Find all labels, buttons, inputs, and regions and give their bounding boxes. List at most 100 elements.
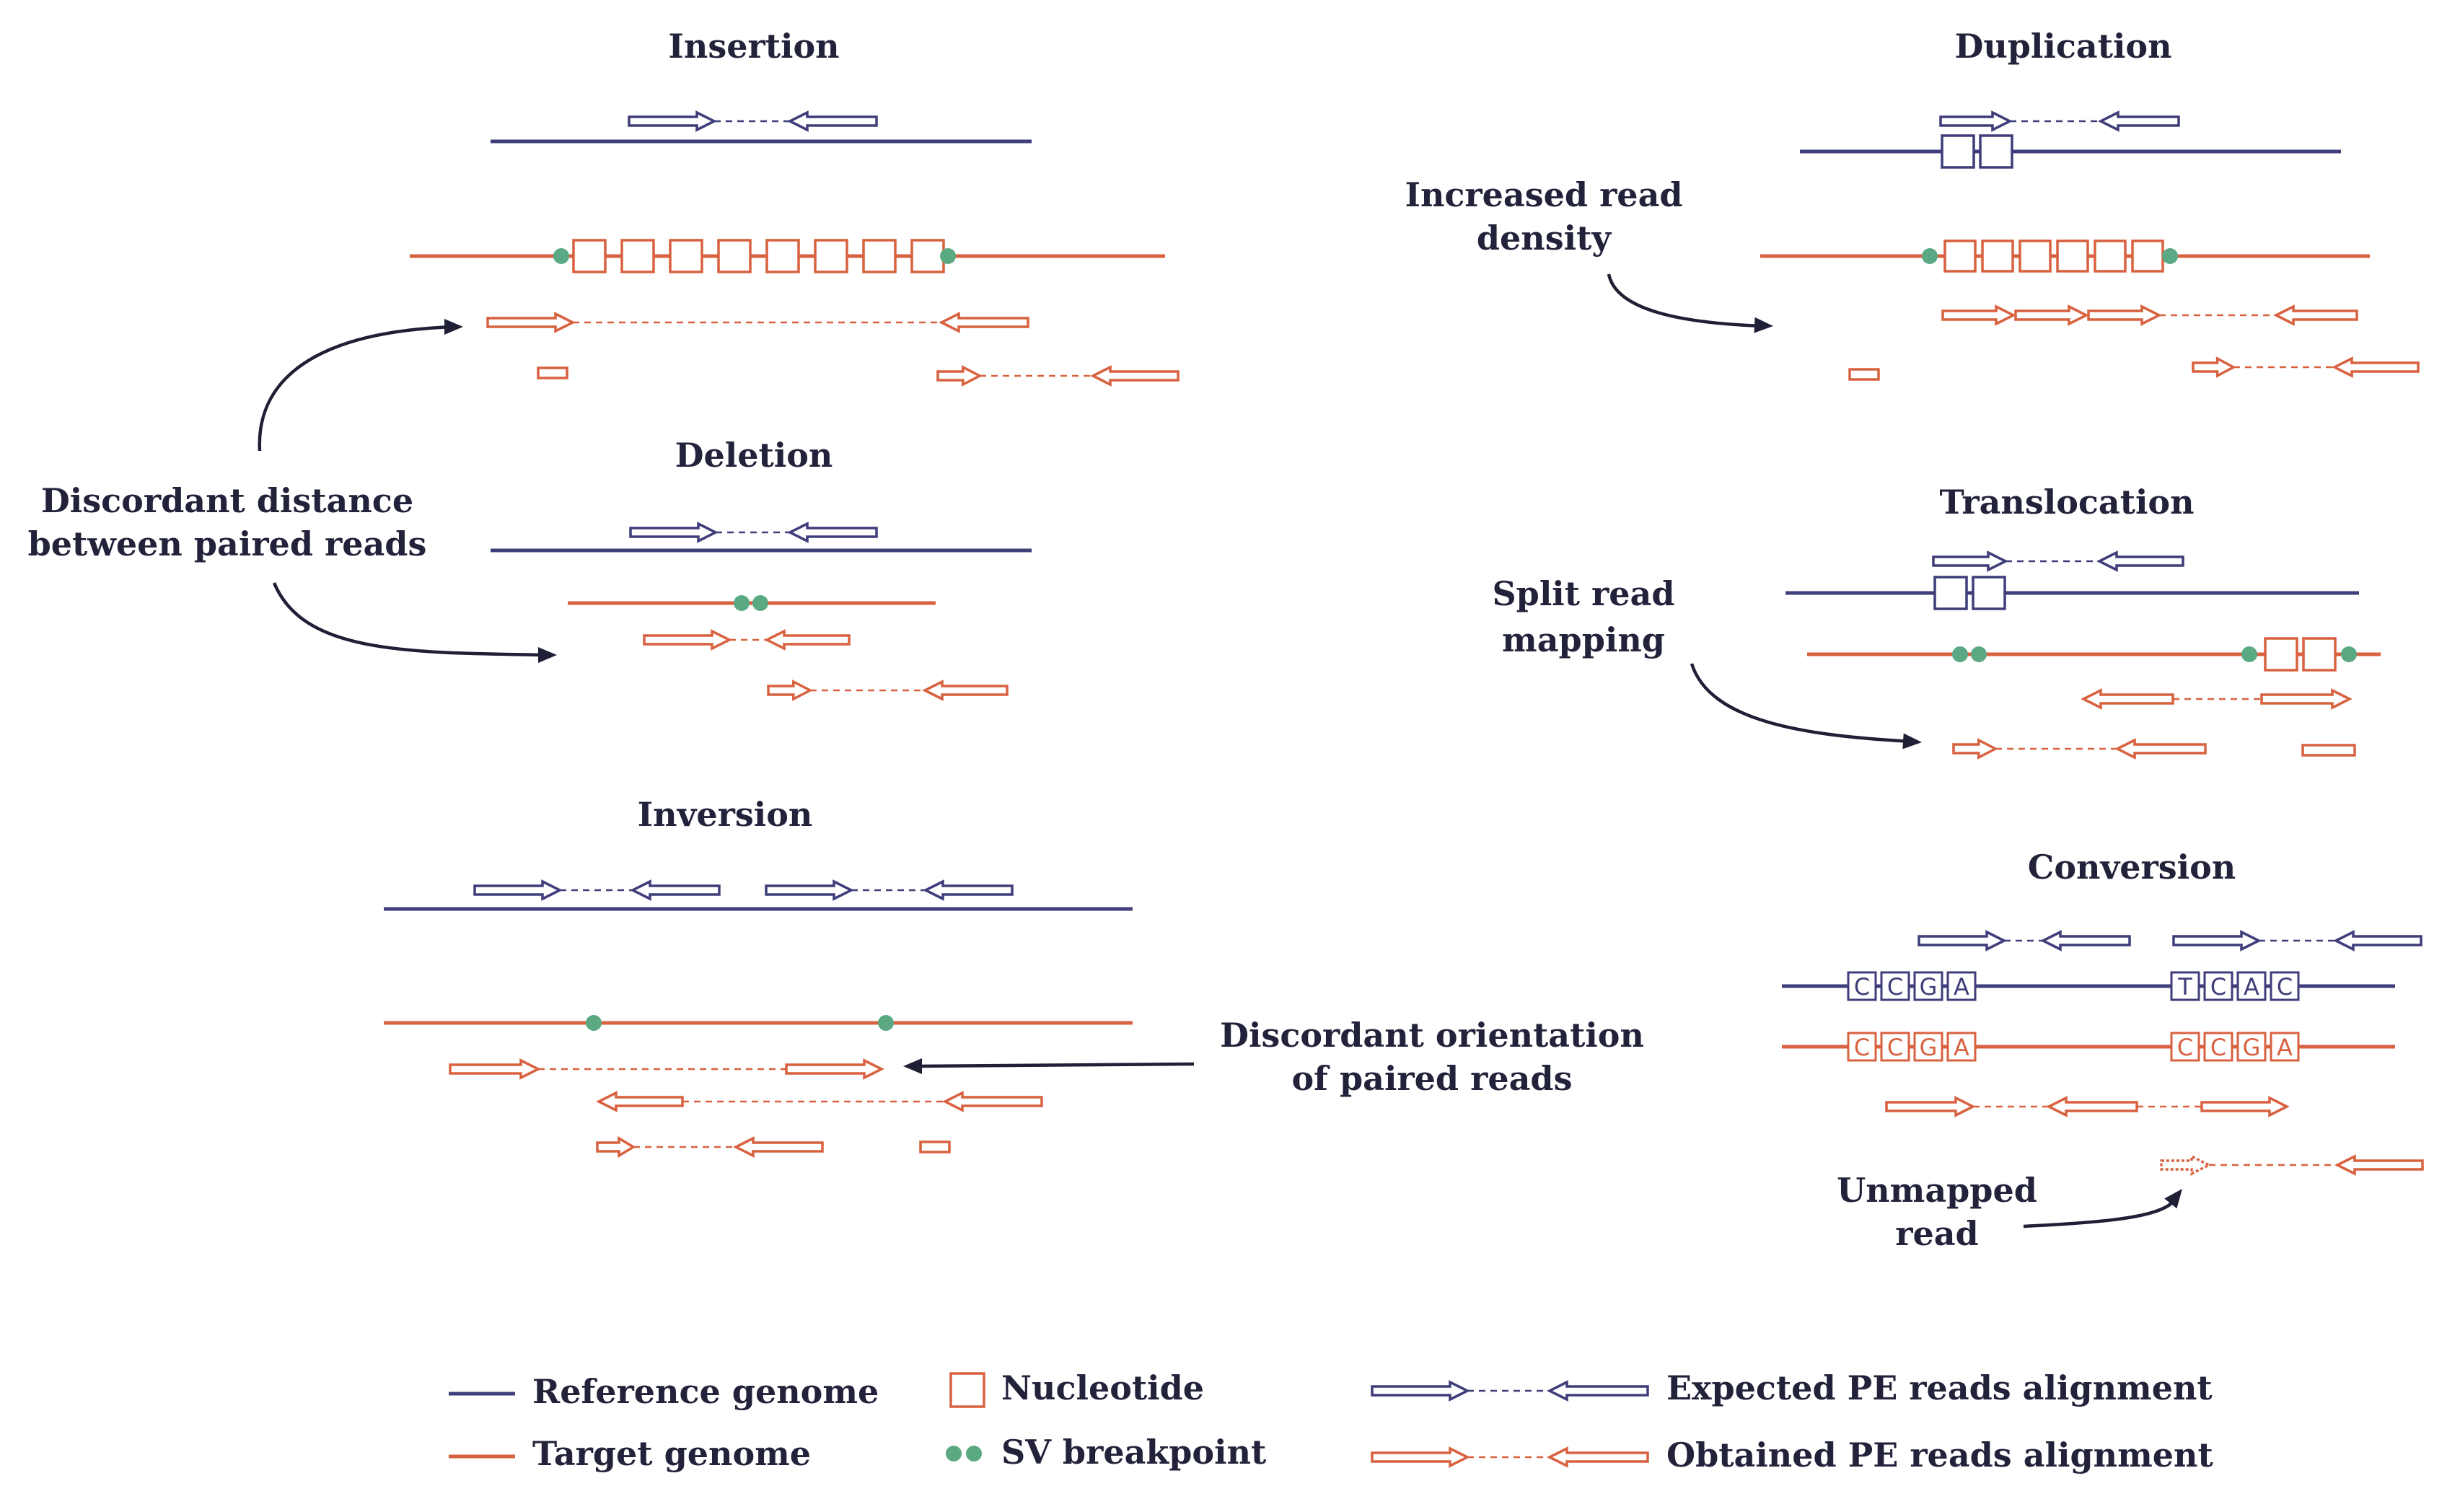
- translocation-ref-nucleotide-1: [1933, 576, 1968, 610]
- duplication-nucleotide-1: [1943, 239, 1977, 273]
- conversion-expected-2-read-forward: [2172, 930, 2262, 951]
- insertion-obtained-1-read-forward: [486, 312, 576, 333]
- legend-expected-label: Expected PE reads alignment: [1666, 1368, 2213, 1407]
- insertion-nucleotide-7: [862, 239, 897, 273]
- deletion-obtained-1-read-forward: [643, 629, 732, 651]
- legend-obtained-label: Obtained PE reads alignment: [1666, 1436, 2213, 1474]
- inversion-obtained-3-read-reverse: [733, 1136, 824, 1158]
- annotation-arrow-deletion-head: [538, 647, 557, 663]
- deletion-obtained-1-read-reverse: [764, 629, 851, 651]
- duplication-nucleotide-2: [1981, 239, 2014, 273]
- annotation-arrow-orientation-stroke: [915, 1062, 1195, 1068]
- duplication-ref-nucleotide-2: [1979, 134, 2013, 169]
- conversion-obtained-1-read-reverse: [2046, 1096, 2138, 1117]
- conversion-ref-left-base-1-letter: C: [1854, 973, 1870, 1001]
- deletion-title: Deletion: [675, 436, 833, 475]
- inversion-breakpoint-left: [586, 1015, 602, 1031]
- deletion-breakpoint-right: [752, 595, 768, 611]
- conversion-target-left-base-3-box: [1913, 1032, 1943, 1062]
- inversion-title: Inversion: [638, 795, 813, 834]
- conversion-ref-left-base-2-letter: C: [1887, 973, 1903, 1001]
- translocation-breakpoint-2: [1971, 646, 1987, 662]
- conversion-ref-right-base-4-letter: C: [2277, 973, 2293, 1001]
- duplication-nucleotide-6: [2131, 239, 2164, 273]
- annotation-unmapped-read-line-2: read: [1895, 1214, 1978, 1253]
- panel-deletion: Deletion: [491, 436, 1032, 701]
- insertion-obtained-2-read-reverse: [1090, 365, 1180, 387]
- conversion-ref-right-base-2-letter: C: [2210, 973, 2226, 1001]
- duplication-read-forward-1: [1941, 304, 2016, 326]
- duplication-nucleotide-3: [2018, 239, 2052, 273]
- deletion-expected-read-forward: [629, 522, 719, 543]
- conversion-target-right-base-3-letter: G: [2243, 1034, 2261, 1061]
- annotation-arrow-density-head: [1754, 317, 1773, 333]
- legend-obtained-read-reverse: [1547, 1446, 1649, 1468]
- legend-breakpoint-label: SV breakpoint: [1001, 1433, 1267, 1472]
- annotation-discordant-distance-line-1: Discordant distance: [41, 481, 413, 520]
- inversion-obtained-1-read-forward: [449, 1058, 541, 1080]
- annotation-arrow-density-stroke: [1607, 273, 1765, 328]
- conversion-ref-right-base-1-letter: T: [2177, 973, 2192, 1001]
- conversion-obtained-1-read-forward: [1885, 1096, 1976, 1117]
- inversion-obtained-2-read-forward: [596, 1091, 684, 1112]
- duplication-expected-read-reverse: [2098, 110, 2180, 132]
- conversion-ref-right-base-3-box: [2236, 971, 2267, 1001]
- duplication-title: Duplication: [1954, 27, 2171, 66]
- conversion-target-left-base-1-letter: C: [1854, 1034, 1870, 1061]
- inversion-obtained-2-read-reverse: [942, 1091, 1043, 1112]
- conversion-ref-left-base-1-box: [1847, 971, 1877, 1001]
- annotation-split-read-line-1: Split read: [1492, 574, 1674, 613]
- deletion-expected-read-reverse: [787, 522, 878, 543]
- duplication-obtained-2-read-forward: [2192, 356, 2236, 378]
- panel-duplication: Duplication: [1760, 27, 2420, 381]
- deletion-obtained-2-read-forward: [767, 680, 813, 701]
- annotation-arrow-split-stroke: [1690, 663, 1914, 744]
- legend-expected-read-reverse: [1547, 1380, 1649, 1402]
- legend-reference-label: Reference genome: [532, 1372, 879, 1411]
- insertion-breakpoint-right: [940, 248, 956, 264]
- conversion-ref-right-base-1-box: [2170, 971, 2200, 1001]
- annotation-arrow-insertion-stroke: [258, 325, 455, 452]
- conversion-title: Conversion: [2028, 848, 2236, 887]
- inversion-expected-1-read-forward: [473, 879, 563, 901]
- annotation-arrow-orientation-head: [903, 1058, 922, 1074]
- annotation-discordant-orientation-line-1: Discordant orientation: [1220, 1016, 1644, 1055]
- legend-nucleotide-label: Nucleotide: [1001, 1368, 1204, 1407]
- annotation-increased-density-line-2: density: [1477, 219, 1612, 258]
- legend-breakpoint-dot-1: [946, 1446, 962, 1462]
- conversion-target-right-base-1-box: [2170, 1032, 2200, 1062]
- duplication-obtained-1-read-reverse: [2273, 304, 2358, 326]
- translocation-clipped-read: [2301, 744, 2356, 757]
- conversion-target-right-base-2-letter: C: [2210, 1034, 2226, 1061]
- insertion-nucleotide-4: [717, 239, 752, 273]
- duplication-clipped-read: [1848, 368, 1880, 381]
- translocation-obtained-1-read-reverse: [2260, 688, 2353, 710]
- translocation-nucleotide-1: [2264, 637, 2298, 672]
- translocation-expected-read-forward: [1932, 550, 2008, 572]
- deletion-obtained-2-read-reverse: [922, 680, 1009, 701]
- duplication-obtained-2-read-reverse: [2332, 356, 2420, 378]
- conversion-target-left-base-4-letter: A: [1954, 1034, 1969, 1061]
- translocation-obtained-2-read-reverse: [2114, 738, 2207, 760]
- conversion-ref-left-base-2-box: [1880, 971, 1910, 1001]
- conversion-expected-1-read-forward: [1918, 930, 2007, 951]
- inversion-obtained-3-read-forward: [596, 1135, 636, 1159]
- insertion-nucleotide-6: [814, 239, 848, 273]
- conversion-target-left-base-4-box: [1946, 1032, 1977, 1062]
- translocation-expected-read-reverse: [2096, 550, 2184, 572]
- translocation-obtained-1-read-forward: [2081, 688, 2174, 710]
- conversion-ref-right-base-2-box: [2203, 971, 2233, 1001]
- panel-inversion: Inversion: [384, 795, 1133, 1159]
- annotation-discordant-orientation-line-2: of paired reads: [1292, 1059, 1573, 1098]
- translocation-obtained-2-read-forward: [1952, 738, 1998, 760]
- conversion-obtained-2-read: [2200, 1096, 2290, 1117]
- conversion-target-right-base-4-box: [2270, 1032, 2300, 1062]
- annotation-arrow-unmapped-stroke: [2023, 1202, 2173, 1228]
- duplication-nucleotide-4: [2056, 239, 2089, 273]
- translocation-nucleotide-2: [2302, 637, 2337, 672]
- insertion-nucleotide-8: [910, 239, 945, 273]
